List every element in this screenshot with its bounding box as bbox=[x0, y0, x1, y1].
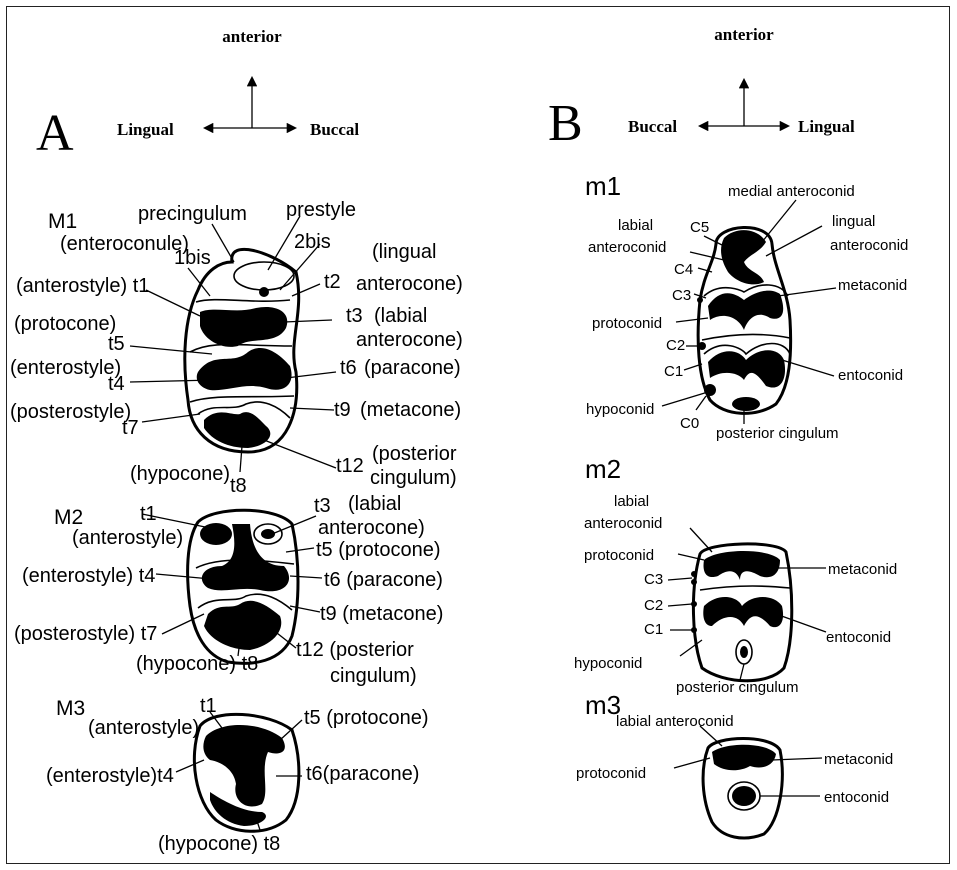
m1-medial-anteroconid: medial anteroconid bbox=[728, 183, 855, 200]
m1-lingual-b: anteroconid bbox=[830, 237, 908, 254]
m1-lingual-a: lingual bbox=[832, 213, 875, 230]
M1-prestyle: prestyle bbox=[286, 199, 356, 221]
M3-t1: t1 bbox=[200, 695, 217, 717]
M2-t12-posterior: t12 (posterior bbox=[296, 639, 414, 661]
m1-C0: C0 bbox=[680, 415, 699, 432]
m1-hypoconid: hypoconid bbox=[586, 401, 654, 418]
panel-a-lingual: Lingual bbox=[117, 120, 174, 139]
M1-t6: t6 bbox=[340, 357, 357, 379]
m1-C1: C1 bbox=[664, 363, 683, 380]
m2-C3: C3 bbox=[644, 571, 663, 588]
M1-t7: t7 bbox=[122, 417, 139, 439]
M3-title: M3 bbox=[56, 697, 85, 720]
m1-protoconid: protoconid bbox=[592, 315, 662, 332]
M1-2bis: 2bis bbox=[294, 231, 331, 253]
panel-a-letter: A bbox=[36, 105, 74, 162]
panel-b-lingual: Lingual bbox=[798, 117, 855, 136]
m1-labial-b: anteroconid bbox=[588, 239, 666, 256]
M1-enterostyle: (enterostyle) bbox=[10, 357, 121, 379]
M2-hypocone-t8: (hypocone) t8 bbox=[136, 653, 258, 675]
M1-t8: t8 bbox=[230, 475, 247, 497]
M2-anterostyle: (anterostyle) bbox=[72, 527, 183, 549]
panel-a-buccal: Buccal bbox=[310, 120, 359, 139]
panel-b-anterior: anterior bbox=[714, 25, 774, 44]
M2-title: M2 bbox=[54, 506, 83, 529]
m1-C4: C4 bbox=[674, 261, 693, 278]
M3-anterostyle: (anterostyle) bbox=[88, 717, 199, 739]
m3-metaconid: metaconid bbox=[824, 751, 893, 768]
M1-posterostyle: (posterostyle) bbox=[10, 401, 131, 423]
panel-b-letter: B bbox=[548, 95, 583, 152]
panel-b: B anterior Buccal Lingual m1 bbox=[548, 25, 908, 838]
M1-title: M1 bbox=[48, 210, 77, 233]
M2-t3: t3 bbox=[314, 495, 331, 517]
panel-b-compass-icon bbox=[700, 80, 788, 126]
M1-metacone: (metacone) bbox=[360, 399, 461, 421]
panel-b-buccal: Buccal bbox=[628, 117, 677, 136]
M2-t5-protocone: t5 (protocone) bbox=[316, 539, 441, 561]
M1-precingulum: precingulum bbox=[138, 203, 247, 225]
M2-t1: t1 bbox=[140, 503, 157, 525]
m3-protoconid: protoconid bbox=[576, 765, 646, 782]
tooth-m2: m2 bbox=[585, 454, 792, 681]
M2-labial-b: anterocone) bbox=[318, 517, 425, 539]
panel-a-compass-icon bbox=[205, 78, 295, 128]
m1-metaconid: metaconid bbox=[838, 277, 907, 294]
M1-1bis: 1bis bbox=[174, 247, 211, 269]
m2-hypoconid: hypoconid bbox=[574, 655, 642, 672]
M2-posterostyle-t7: (posterostyle) t7 bbox=[14, 623, 157, 645]
m2-entoconid: entoconid bbox=[826, 629, 891, 646]
m1-C2: C2 bbox=[666, 337, 685, 354]
m2-metaconid: metaconid bbox=[828, 561, 897, 578]
m2-posterior-cingulum: posterior cingulum bbox=[676, 679, 799, 696]
m2-C1: C1 bbox=[644, 621, 663, 638]
M1-t9: t9 bbox=[334, 399, 351, 421]
M3-t5-protocone: t5 (protocone) bbox=[304, 707, 429, 729]
m2-C2: C2 bbox=[644, 597, 663, 614]
M3-hypocone-t8: (hypocone) t8 bbox=[158, 833, 280, 855]
M1-lingual-b: anterocone) bbox=[356, 273, 463, 295]
M2-t9-metacone: t9 (metacone) bbox=[320, 603, 443, 625]
M1-t12: t12 bbox=[336, 455, 364, 477]
m1-C3: C3 bbox=[672, 287, 691, 304]
m1-posterior-cingulum: posterior cingulum bbox=[716, 425, 839, 442]
M3-enterostyle-t4: (enterostyle)t4 bbox=[46, 765, 174, 787]
M1-protocone: (protocone) bbox=[14, 313, 116, 335]
M2-labial-a: (labial bbox=[348, 493, 401, 515]
m3-entoconid: entoconid bbox=[824, 789, 889, 806]
M2-t6-paracone: t6 (paracone) bbox=[324, 569, 443, 591]
M1-labial-a: (labial bbox=[374, 305, 427, 327]
panel-a: A anterior Lingual Buccal M1 bbox=[10, 27, 463, 855]
M1-t3: t3 bbox=[346, 305, 363, 327]
panel-a-anterior: anterior bbox=[222, 27, 282, 46]
M1-t5: t5 bbox=[108, 333, 125, 355]
m1-title: m1 bbox=[585, 171, 621, 201]
M1-lingual-a: (lingual bbox=[372, 241, 436, 263]
M1-posterior-a: (posterior bbox=[372, 443, 457, 465]
M3-t6-paracone: t6(paracone) bbox=[306, 763, 419, 785]
m2-labial-a: labial bbox=[614, 493, 649, 510]
m1-labial-a: labial bbox=[618, 217, 653, 234]
M2-enterostyle-t4: (enterostyle) t4 bbox=[22, 565, 155, 587]
M1-enteroconule: (enteroconule) bbox=[60, 233, 189, 255]
M2-cingulum: cingulum) bbox=[330, 665, 417, 687]
m1-C5: C5 bbox=[690, 219, 709, 236]
M1-paracone: (paracone) bbox=[364, 357, 461, 379]
M1-t2: t2 bbox=[324, 271, 341, 293]
M1-t4: t4 bbox=[108, 373, 125, 395]
M1-labial-b: anterocone) bbox=[356, 329, 463, 351]
M1-anterostyle-t1: (anterostyle) t1 bbox=[16, 275, 149, 297]
m2-labial-b: anteroconid bbox=[584, 515, 662, 532]
M1-hypocone: (hypocone) bbox=[130, 463, 230, 485]
m2-title: m2 bbox=[585, 454, 621, 484]
M1-posterior-b: cingulum) bbox=[370, 467, 457, 489]
m2-protoconid: protoconid bbox=[584, 547, 654, 564]
m1-entoconid: entoconid bbox=[838, 367, 903, 384]
m3-labial-anteroconid: labial anteroconid bbox=[616, 713, 734, 730]
